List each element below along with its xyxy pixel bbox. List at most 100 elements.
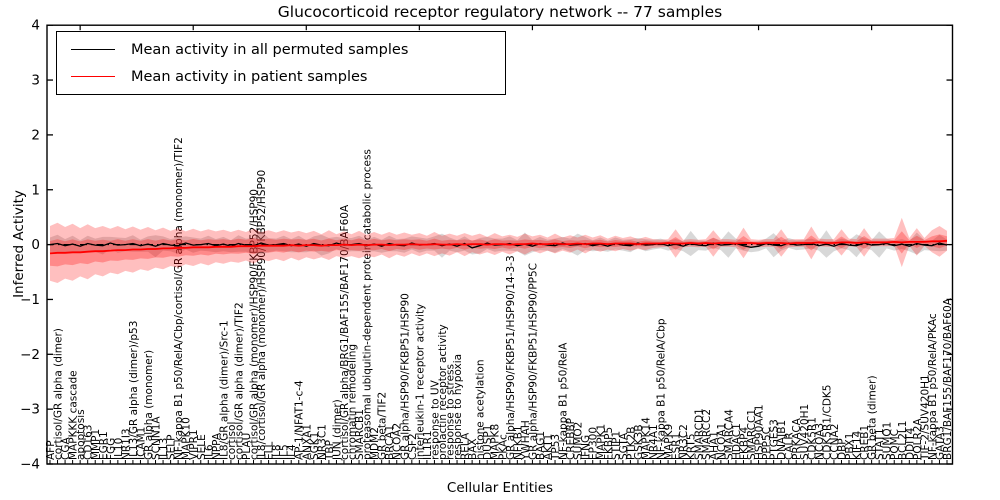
x-category-label: MMP1 — [90, 429, 102, 460]
x-category-label: IFNG — [580, 435, 592, 460]
x-category-label: SELP — [166, 435, 178, 460]
x-category-label: histone acetylation — [475, 360, 487, 461]
x-category-label: MAPK14 — [640, 417, 652, 460]
x-category-label: HSP90AA1 — [754, 404, 766, 460]
x-category-label: TIF-2/SUV420H1 — [919, 374, 931, 461]
x-category-label: SELE — [196, 434, 208, 460]
x-category-label: NF-kappa B1 p50/RelA/Cbp — [656, 318, 668, 460]
x-category-label: PPP5C — [761, 427, 773, 460]
legend-entry-patient: Mean activity in patient samples — [57, 69, 505, 85]
x-category-label: MAPK10 — [181, 417, 193, 460]
x-category-label: FGG — [105, 438, 117, 460]
x-axis-label: Cellular Entities — [446, 480, 554, 496]
legend: Mean activity in all permuted samples Me… — [56, 31, 506, 95]
legend-label-permuted: Mean activity in all permuted samples — [131, 41, 409, 58]
x-category-label: GATA3 — [934, 426, 946, 460]
x-category-label: SUMO2 — [573, 422, 585, 460]
x-category-label: apoptosis — [75, 409, 87, 460]
x-category-label: GR alpha/HSP90/FKBP51/HSP90 — [399, 293, 411, 460]
x-category-label: JUN (dimer) — [331, 399, 343, 461]
chart-title: Glucocorticoid receptor regulatory netwo… — [277, 3, 723, 21]
x-category-label: NR1I3 — [120, 428, 132, 460]
x-category-label: cortisol/GR alpha (dimer)/TIF2 — [233, 302, 245, 460]
x-category-label: DUSP1 — [482, 425, 494, 460]
x-category-label: BAX — [467, 438, 479, 460]
legend-line-permuted — [71, 49, 115, 50]
x-category-label: ESR1 — [671, 433, 683, 460]
x-category-label: CALR — [784, 432, 796, 460]
x-category-label: AHA1 — [708, 431, 720, 460]
x-category-label: VIPR1 — [188, 429, 200, 460]
x-category-label: PTK2B — [625, 426, 637, 460]
x-category-label: IL8/cortisol/GR alpha (monomer)/HSP90/FK… — [256, 170, 268, 460]
x-category-label: EP300 — [588, 427, 600, 460]
x-category-label: ANXA1 — [301, 424, 313, 460]
x-category-label: CDK5R1 — [806, 417, 818, 460]
x-category-label: STAT1 — [874, 428, 886, 460]
x-category-label: IL8 — [271, 444, 283, 460]
x-category-label: BAG1 — [535, 431, 547, 460]
x-category-label: NCOA3 — [814, 423, 826, 460]
x-category-label: CCNA2 — [829, 424, 841, 460]
legend-label-patient: Mean activity in patient samples — [131, 68, 368, 85]
x-category-label: IL13 — [158, 438, 170, 460]
x-category-label: HDAC1 — [731, 423, 743, 460]
y-tick-label: 0 — [31, 237, 40, 253]
x-category-label: NR3C1 — [316, 424, 328, 460]
x-category-label: SMARCA4 — [723, 409, 735, 460]
x-category-label: SGTA — [618, 432, 630, 460]
x-category-label: SMARCC1 — [746, 409, 758, 460]
x-category-label: GR alpha/HSP90/FKBP51/HSP90/14-3-3 — [505, 255, 517, 460]
x-category-label: SCNN1A — [151, 416, 163, 460]
x-category-label: response to hypoxia — [452, 354, 464, 460]
patient-band-outer — [50, 217, 947, 283]
x-category-label: NF-kappa B1 p50/RelA/PKAc — [927, 313, 939, 460]
x-category-label: SMARCD1 — [693, 408, 705, 460]
x-category-label: ELL — [264, 442, 276, 460]
x-category-label: IL1R1 — [422, 430, 434, 460]
x-category-label: DDIT4 — [904, 427, 916, 460]
x-category-label: PRKACA — [791, 417, 803, 460]
y-tick-label: −4 — [20, 457, 40, 473]
y-tick-label: −2 — [20, 347, 40, 363]
x-category-label: interleukin-1 receptor activity — [414, 304, 426, 460]
x-category-label: DNAJB1 — [776, 420, 788, 460]
x-category-label: cortisol/GR alpha (dimer) — [53, 328, 65, 460]
x-category-label: KIF14 — [852, 430, 864, 460]
x-category-label: PKAc — [497, 434, 509, 460]
y-tick-label: 2 — [31, 127, 40, 143]
x-category-label: SUV420H1 — [799, 404, 811, 460]
x-category-label: PBX1 — [844, 433, 856, 460]
x-category-label: IL13/GR alpha (dimer)/p53 — [128, 321, 140, 460]
x-category-label: response to UV — [429, 379, 441, 460]
x-category-label: proteasomal ubiquitin-dependent protein … — [362, 149, 374, 460]
x-category-label: DBP — [836, 438, 848, 460]
x-category-label: GR beta/TIF2 — [377, 392, 389, 460]
x-category-label: NF-kappa B1 p50/RelA/Cbp/cortisol/GR alp… — [173, 137, 185, 460]
y-tick-label: 4 — [31, 18, 40, 34]
x-category-label: BCL2L1 — [897, 421, 909, 460]
x-category-label: cortisol/GR alpha/BRG1/BAF155/BAF170/BAF… — [339, 204, 351, 460]
x-category-label: MAPK8 — [490, 424, 502, 460]
x-category-label: prolactin receptor activity — [437, 324, 449, 460]
x-category-label: CDK5R1/CDK5 — [821, 385, 833, 460]
x-category-label: NCOA2 — [392, 423, 404, 460]
x-category-label: SUMO1 — [882, 422, 894, 460]
x-category-label: EGR1 — [98, 431, 110, 460]
x-category-label: ICAM1 — [135, 427, 147, 460]
x-category-label: NCOA1 — [716, 423, 728, 460]
x-category-label: GSK3B — [633, 424, 645, 460]
patient-band-inner — [50, 231, 947, 267]
x-category-label: NF-kappa B1 p50/RelA — [558, 342, 570, 460]
x-category-label: GR alpha/HSP90/FKBP51/HSP90/PP5C — [527, 263, 539, 460]
x-category-label: CSF2 — [407, 433, 419, 460]
x-category-label: PTGES3 — [769, 419, 781, 460]
x-category-label: KRT5 — [686, 433, 698, 460]
x-category-label: NFKB1 — [512, 425, 524, 460]
x-category-label: NR3C2 — [678, 424, 690, 460]
x-category-label: CREB1 — [859, 425, 871, 460]
x-category-label: AP-1/NFAT1-c-4 — [294, 380, 306, 460]
x-category-label: AFP — [45, 440, 57, 460]
x-category-label: BRG1/BAF155/BAF170/BAF60A — [942, 297, 954, 460]
